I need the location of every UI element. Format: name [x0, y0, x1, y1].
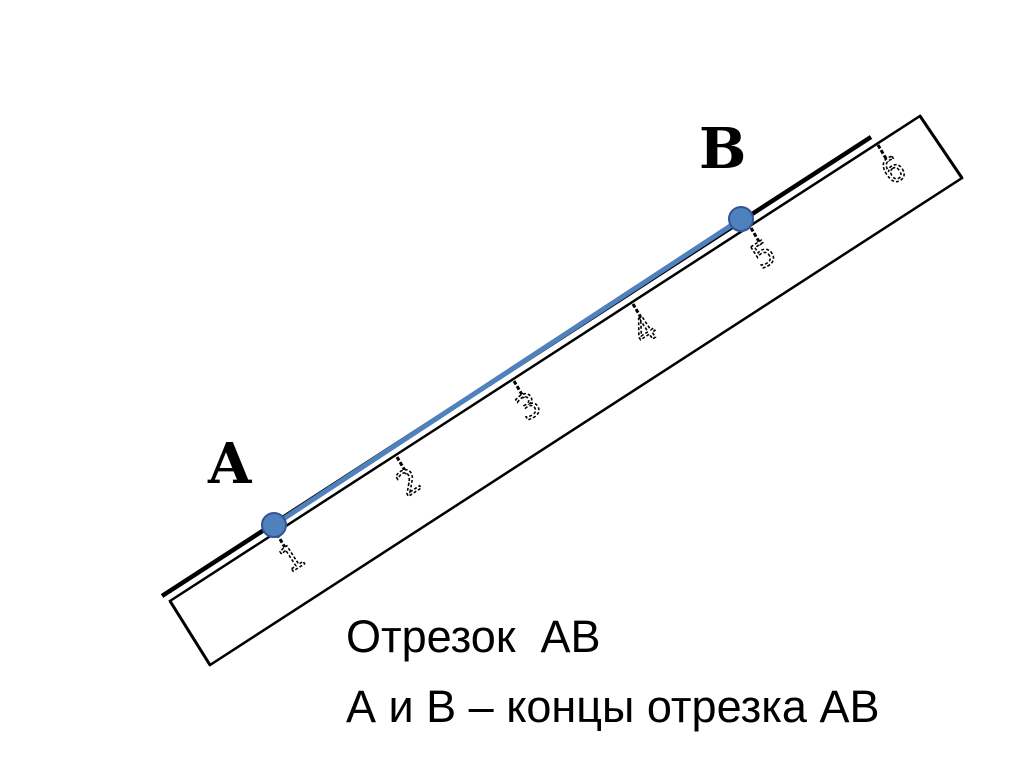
ruler-tick: [631, 303, 645, 322]
point-b-label: B: [699, 116, 746, 182]
ruler-tick: [512, 380, 526, 399]
ruler-edge-left: [168, 600, 212, 666]
point-a: [261, 512, 287, 538]
point-a-label: A: [207, 431, 253, 497]
ruler-tick: [395, 456, 409, 475]
ruler-edge-right: [918, 115, 964, 179]
segment-ab: [272, 216, 743, 528]
point-b: [728, 206, 754, 232]
caption-title: Отрезок АВ: [346, 611, 601, 662]
ruler-tick: [749, 227, 763, 246]
ruler-tick: [876, 144, 890, 163]
ruler: [168, 114, 964, 667]
caption-description: А и В – концы отрезка АВ: [346, 681, 880, 732]
